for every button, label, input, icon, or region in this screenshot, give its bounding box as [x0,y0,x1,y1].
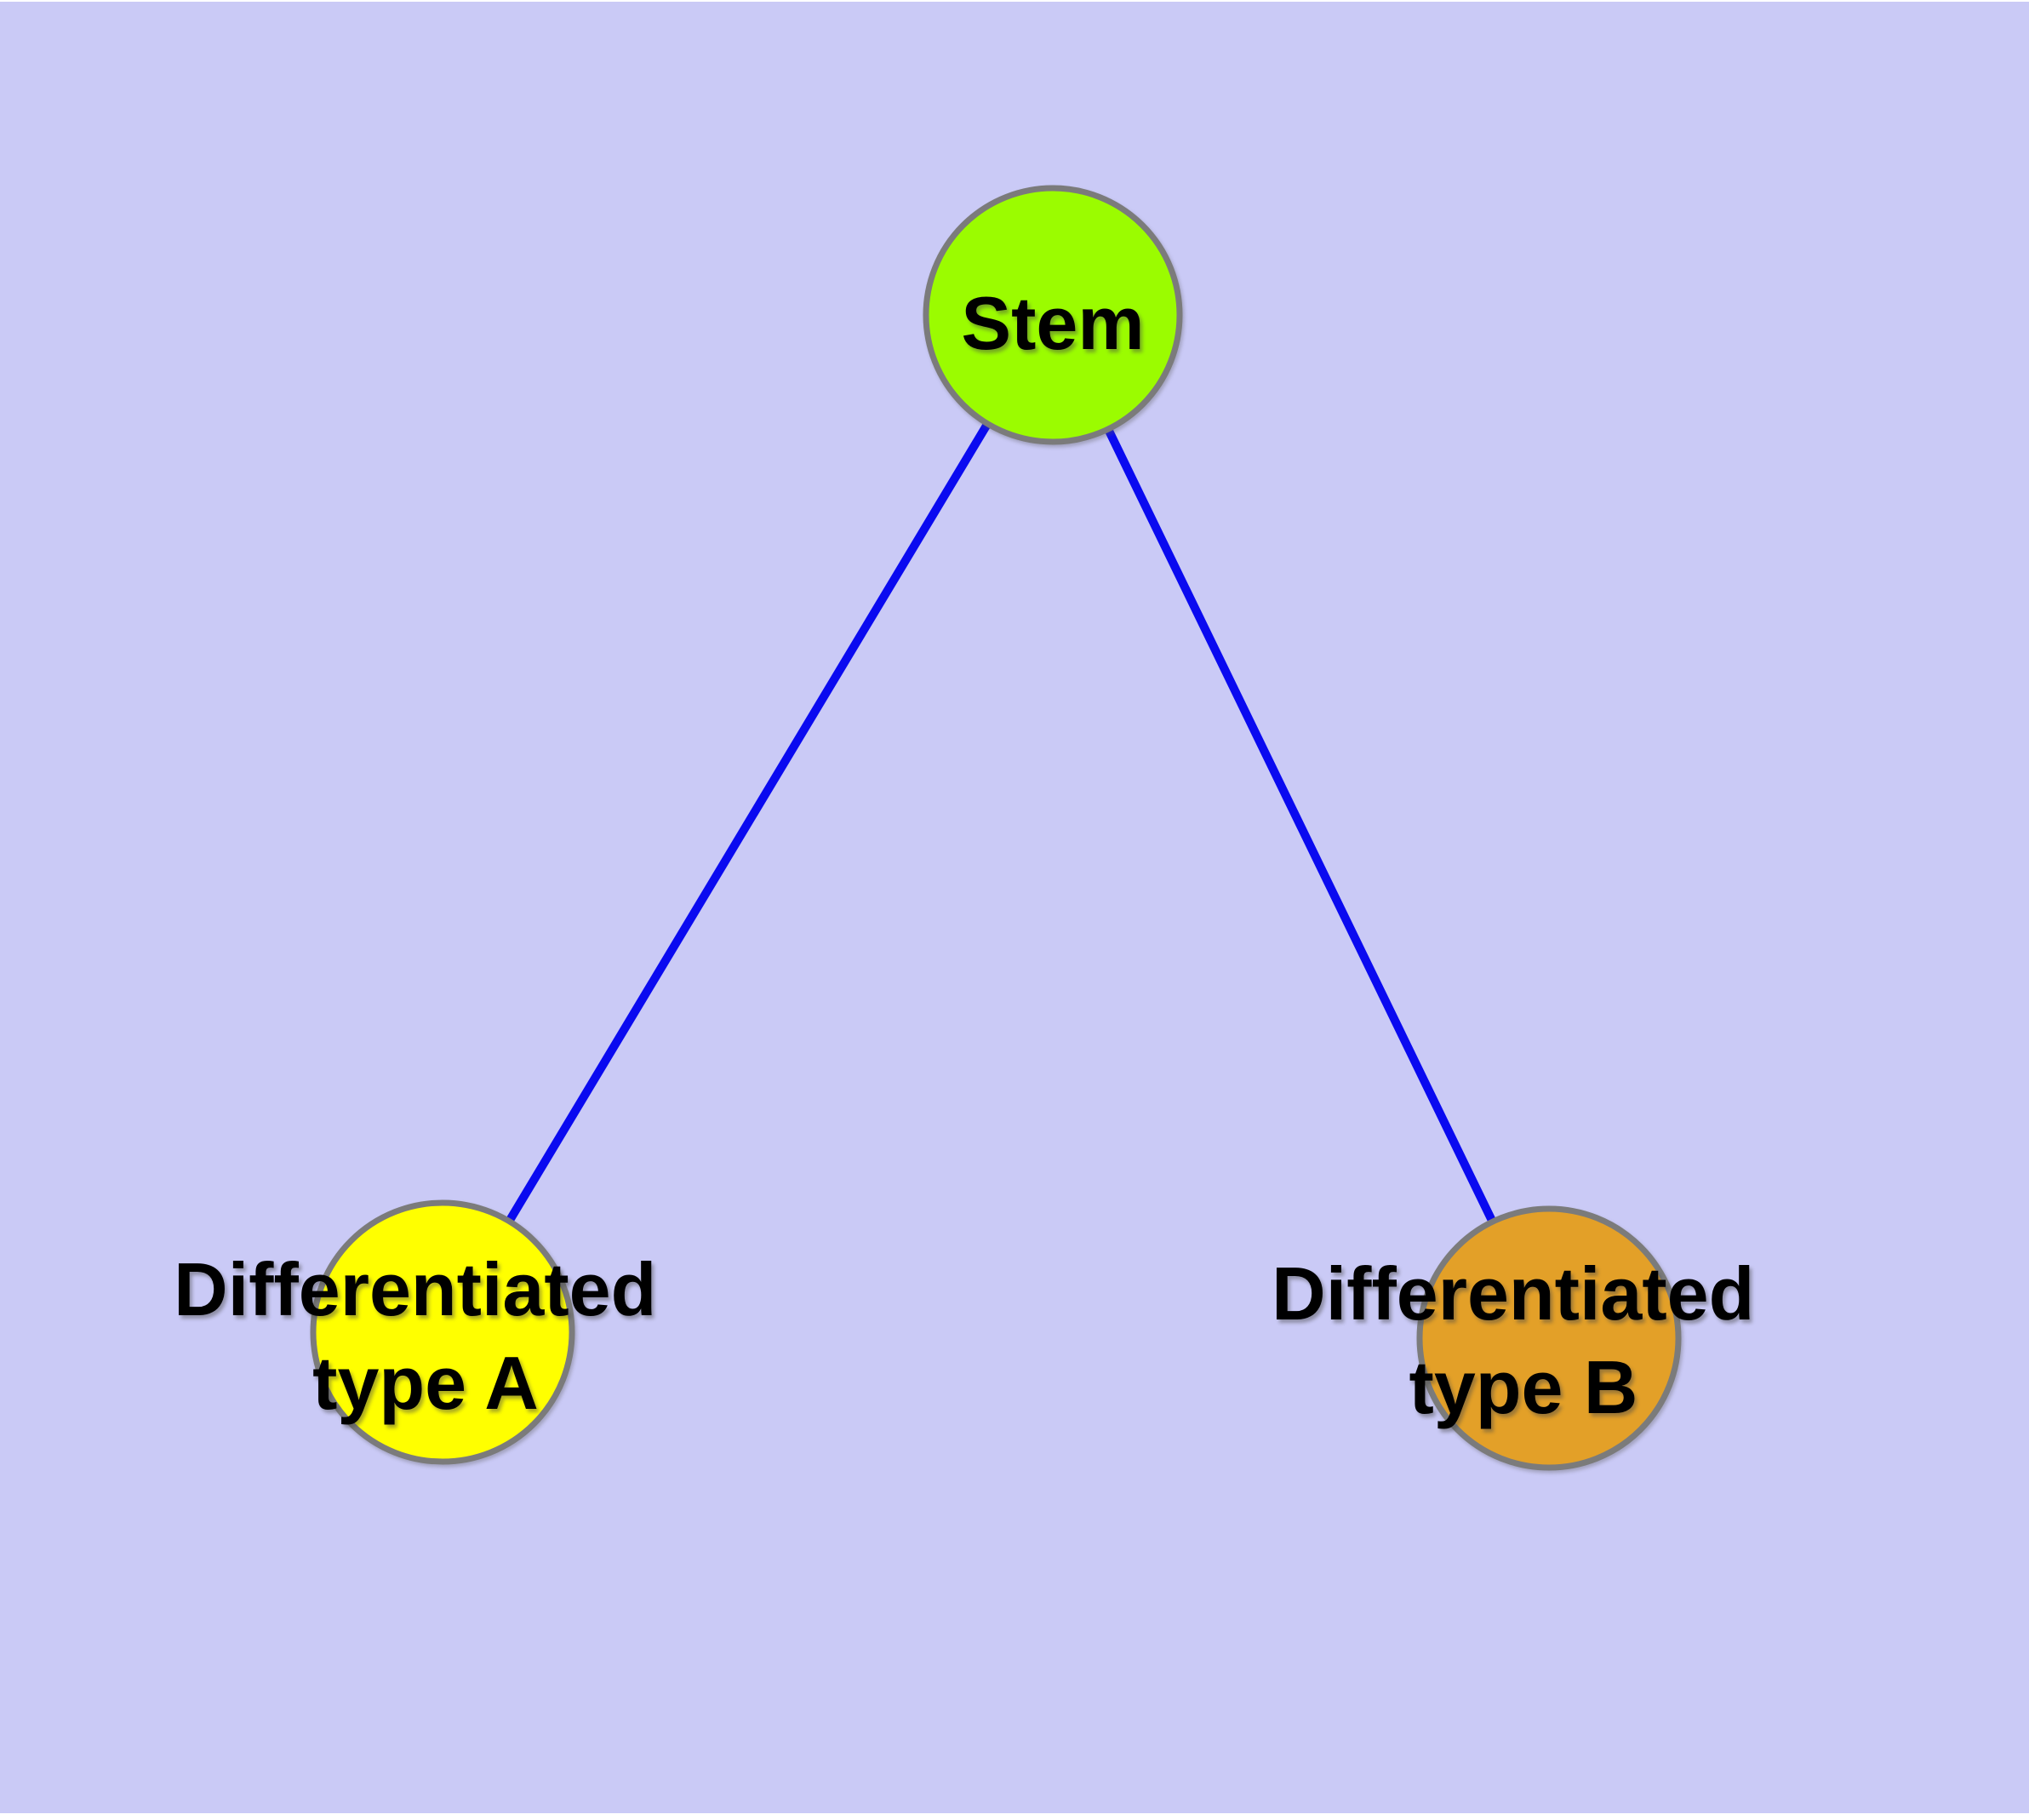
node-label-type-a: Differentiated type A [174,1247,677,1425]
node-label-type-b: Differentiated type B [1272,1251,1775,1429]
node-label-stem: Stem [961,281,1144,365]
node-label-type-b-line-1: Differentiated [1272,1251,1754,1336]
graph-scene: Stem Differentiated type A Differentiate… [174,185,1775,1471]
edge-stem-to-type-b [1049,311,1553,1342]
node-type-a [310,1199,575,1465]
node-type-b [1416,1205,1682,1471]
edge-stem-to-type-a [438,311,1057,1336]
node-stem [923,185,1183,445]
node-label-type-b-line-2: type B [1409,1345,1638,1429]
node-label-type-a-line-2: type A [312,1341,539,1425]
node-label-type-a-line-1: Differentiated [174,1247,656,1331]
